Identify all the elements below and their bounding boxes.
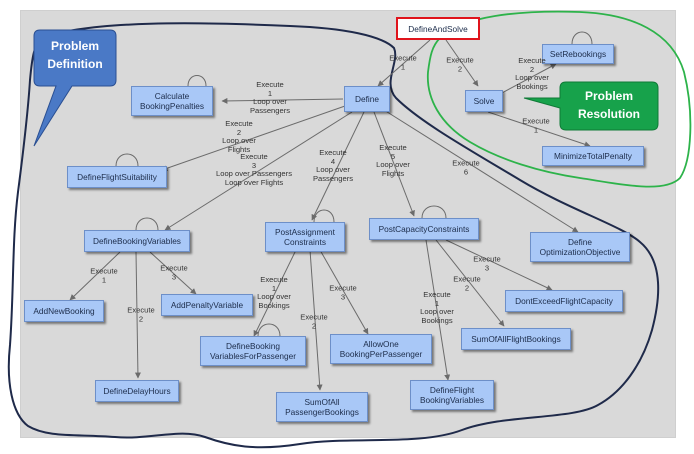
node-sum-of-all-passenger-bookings[interactable]: SumOfAll PassengerBookings [276,392,368,422]
edge-label: Execute 1 Loop over Passengers [249,79,291,115]
edge-label: Execute 4 Loop over Passengers [312,147,354,183]
node-define-and-solve[interactable]: DefineAndSolve [396,17,480,40]
definition-callout-text: Problem Definition [47,39,103,71]
node-post-capacity-constraints[interactable]: PostCapacityConstraints [369,218,479,240]
edge-label: Execute 2 [453,274,481,292]
node-define[interactable]: Define [344,86,390,112]
selfloop-calc [187,75,207,87]
node-define-delay-hours[interactable]: DefineDelayHours [95,380,179,402]
edge-label: Execute 3 [329,283,357,301]
edge-label: Execute 1 Loop over Bookings [420,289,454,325]
definition-callout-shape [33,29,117,147]
edge-label: Execute 2 [446,55,474,73]
edge-bv-penalty [149,251,197,295]
edge-bv-addnew [69,251,121,301]
node-add-new-booking[interactable]: AddNewBooking [24,300,104,322]
edge-define-calc [221,97,344,104]
resolution-outline [426,10,692,188]
edge-label: Execute 3 Loop over Passengers Loop over… [216,151,292,187]
resolution-callout-text: Problem Resolution [578,89,640,121]
selfloop-bookingvars [135,217,159,231]
edge-label: Execute 1 [90,266,118,284]
edge-pc-sumflight [435,239,505,327]
edge-label: Execute 3 [160,263,188,281]
edge-label: Execute 2 Loop over Bookings [515,55,549,91]
edge-define-pa [311,111,365,221]
edge-pa-sumall [309,249,323,391]
edge-define-bv [164,111,353,231]
selfloop-rebook [571,31,593,45]
node-define-optimization-objective[interactable]: Define OptimizationObjective [530,232,630,262]
node-define-flight-booking-variables[interactable]: DefineFlight BookingVariables [410,380,494,410]
node-dont-exceed-flight-capacity[interactable]: DontExceedFlightCapacity [505,290,623,312]
node-set-rebookings[interactable]: SetRebookings [542,44,614,64]
edge-root-define [377,39,431,87]
edge-pa-perpass [253,249,297,337]
edge-label: Execute 2 [300,312,328,330]
node-allow-one-booking-per-passenger[interactable]: AllowOne BookingPerPassenger [330,334,432,364]
node-define-flight-suitability[interactable]: DefineFlightSuitability [67,166,167,188]
edge-label: Execute 1 [522,116,550,134]
diagram-background [20,10,676,438]
edge-pc-flightvars [425,239,451,381]
node-add-penalty-variable[interactable]: AddPenaltyVariable [161,294,253,316]
edge-bv-delay [134,251,141,379]
node-calculate-booking-penalties[interactable]: Calculate BookingPenalties [131,86,213,116]
node-post-assignment-constraints[interactable]: PostAssignment Constraints [265,222,345,252]
edge-label: Execute 2 [127,305,155,323]
selfloop-suitability [115,153,139,167]
node-sum-of-all-flight-bookings[interactable]: SumOfAllFlightBookings [461,328,571,350]
resolution-callout-shape [523,81,659,131]
edge-pa-allowone [319,249,369,335]
edge-define-suit [161,105,346,172]
edge-root-solve [445,39,479,87]
edge-label: Execute 2 Loop over Flights [222,118,256,154]
node-define-booking-vars-for-passenger[interactable]: DefineBooking VariablesForPassenger [200,336,306,366]
selfloop-postcap [421,205,447,219]
edge-define-obj [383,109,579,233]
node-define-booking-variables[interactable]: DefineBookingVariables [84,230,190,252]
edge-solve-minimize [487,111,591,148]
node-solve[interactable]: Solve [465,90,503,112]
edge-solve-rebook [499,63,557,95]
edge-label: Execute 5 Loop over Flights [376,142,410,178]
selfloop-perpass [257,323,281,337]
edge-define-pc [373,111,415,217]
edge-label: Execute 1 [389,53,417,71]
edge-label: Execute 1 Loop over Bookings [257,274,291,310]
selfloop-postassign [313,209,335,223]
edge-pc-dontexceed [445,239,553,291]
edge-label: Execute 3 [473,254,501,272]
node-minimize-total-penalty[interactable]: MinimizeTotalPenalty [542,146,644,166]
edge-label: Execute 6 [452,158,480,176]
definition-outline [7,22,660,449]
